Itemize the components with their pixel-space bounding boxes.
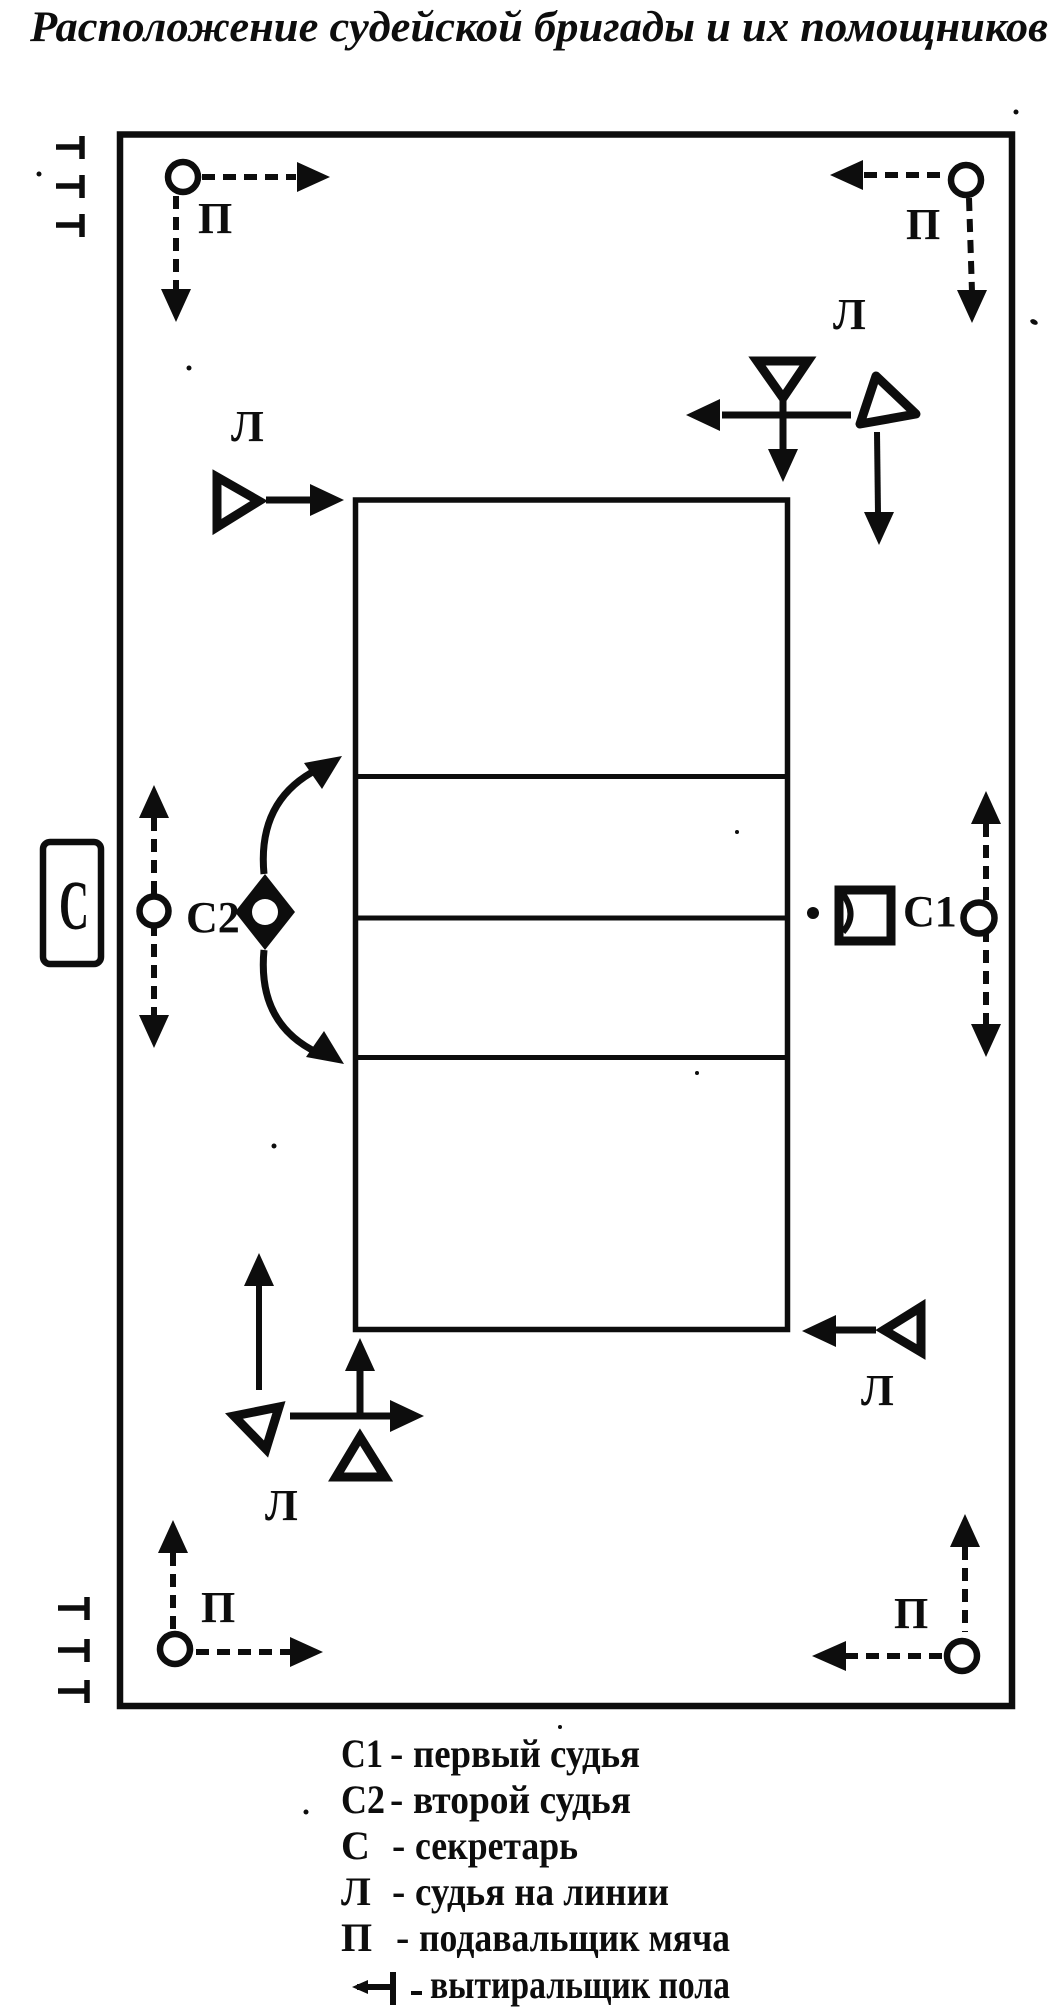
svg-text:-: - bbox=[390, 1731, 403, 1776]
svg-text:-: - bbox=[396, 1915, 409, 1960]
svg-text:Расположение судейской бригады: Расположение судейской бригады и их помо… bbox=[29, 4, 1048, 51]
svg-text:-: - bbox=[392, 1823, 405, 1868]
svg-text:Л: Л bbox=[265, 1481, 298, 1530]
svg-text:П: П bbox=[906, 200, 940, 249]
svg-text:С: С bbox=[59, 868, 89, 945]
svg-text:вытиральщик пола: вытиральщик пола bbox=[430, 1962, 730, 2007]
svg-text:-: - bbox=[392, 1869, 405, 1914]
svg-text:П: П bbox=[198, 194, 232, 243]
svg-text:Л: Л bbox=[341, 1869, 371, 1914]
svg-text:С: С bbox=[341, 1823, 370, 1868]
svg-text:судья на линии: судья на линии bbox=[415, 1869, 669, 1914]
svg-text:первый судья: первый судья bbox=[413, 1731, 640, 1776]
svg-text:П: П bbox=[341, 1915, 372, 1960]
svg-text:П: П bbox=[894, 1589, 928, 1638]
svg-text:П: П bbox=[201, 1583, 235, 1632]
svg-text:подавальщик мяча: подавальщик мяча bbox=[419, 1915, 730, 1960]
svg-text:второй судья: второй судья bbox=[413, 1777, 631, 1822]
svg-text:Л: Л bbox=[231, 402, 264, 451]
svg-text:С2: С2 bbox=[186, 893, 240, 942]
svg-text:секретарь: секретарь bbox=[415, 1823, 578, 1868]
svg-text:С1: С1 bbox=[903, 887, 957, 936]
svg-text:С2: С2 bbox=[341, 1777, 385, 1822]
svg-text:-: - bbox=[390, 1777, 403, 1822]
svg-text:Л: Л bbox=[833, 290, 866, 339]
svg-text:С1: С1 bbox=[341, 1731, 383, 1776]
svg-text:Л: Л bbox=[861, 1366, 894, 1415]
